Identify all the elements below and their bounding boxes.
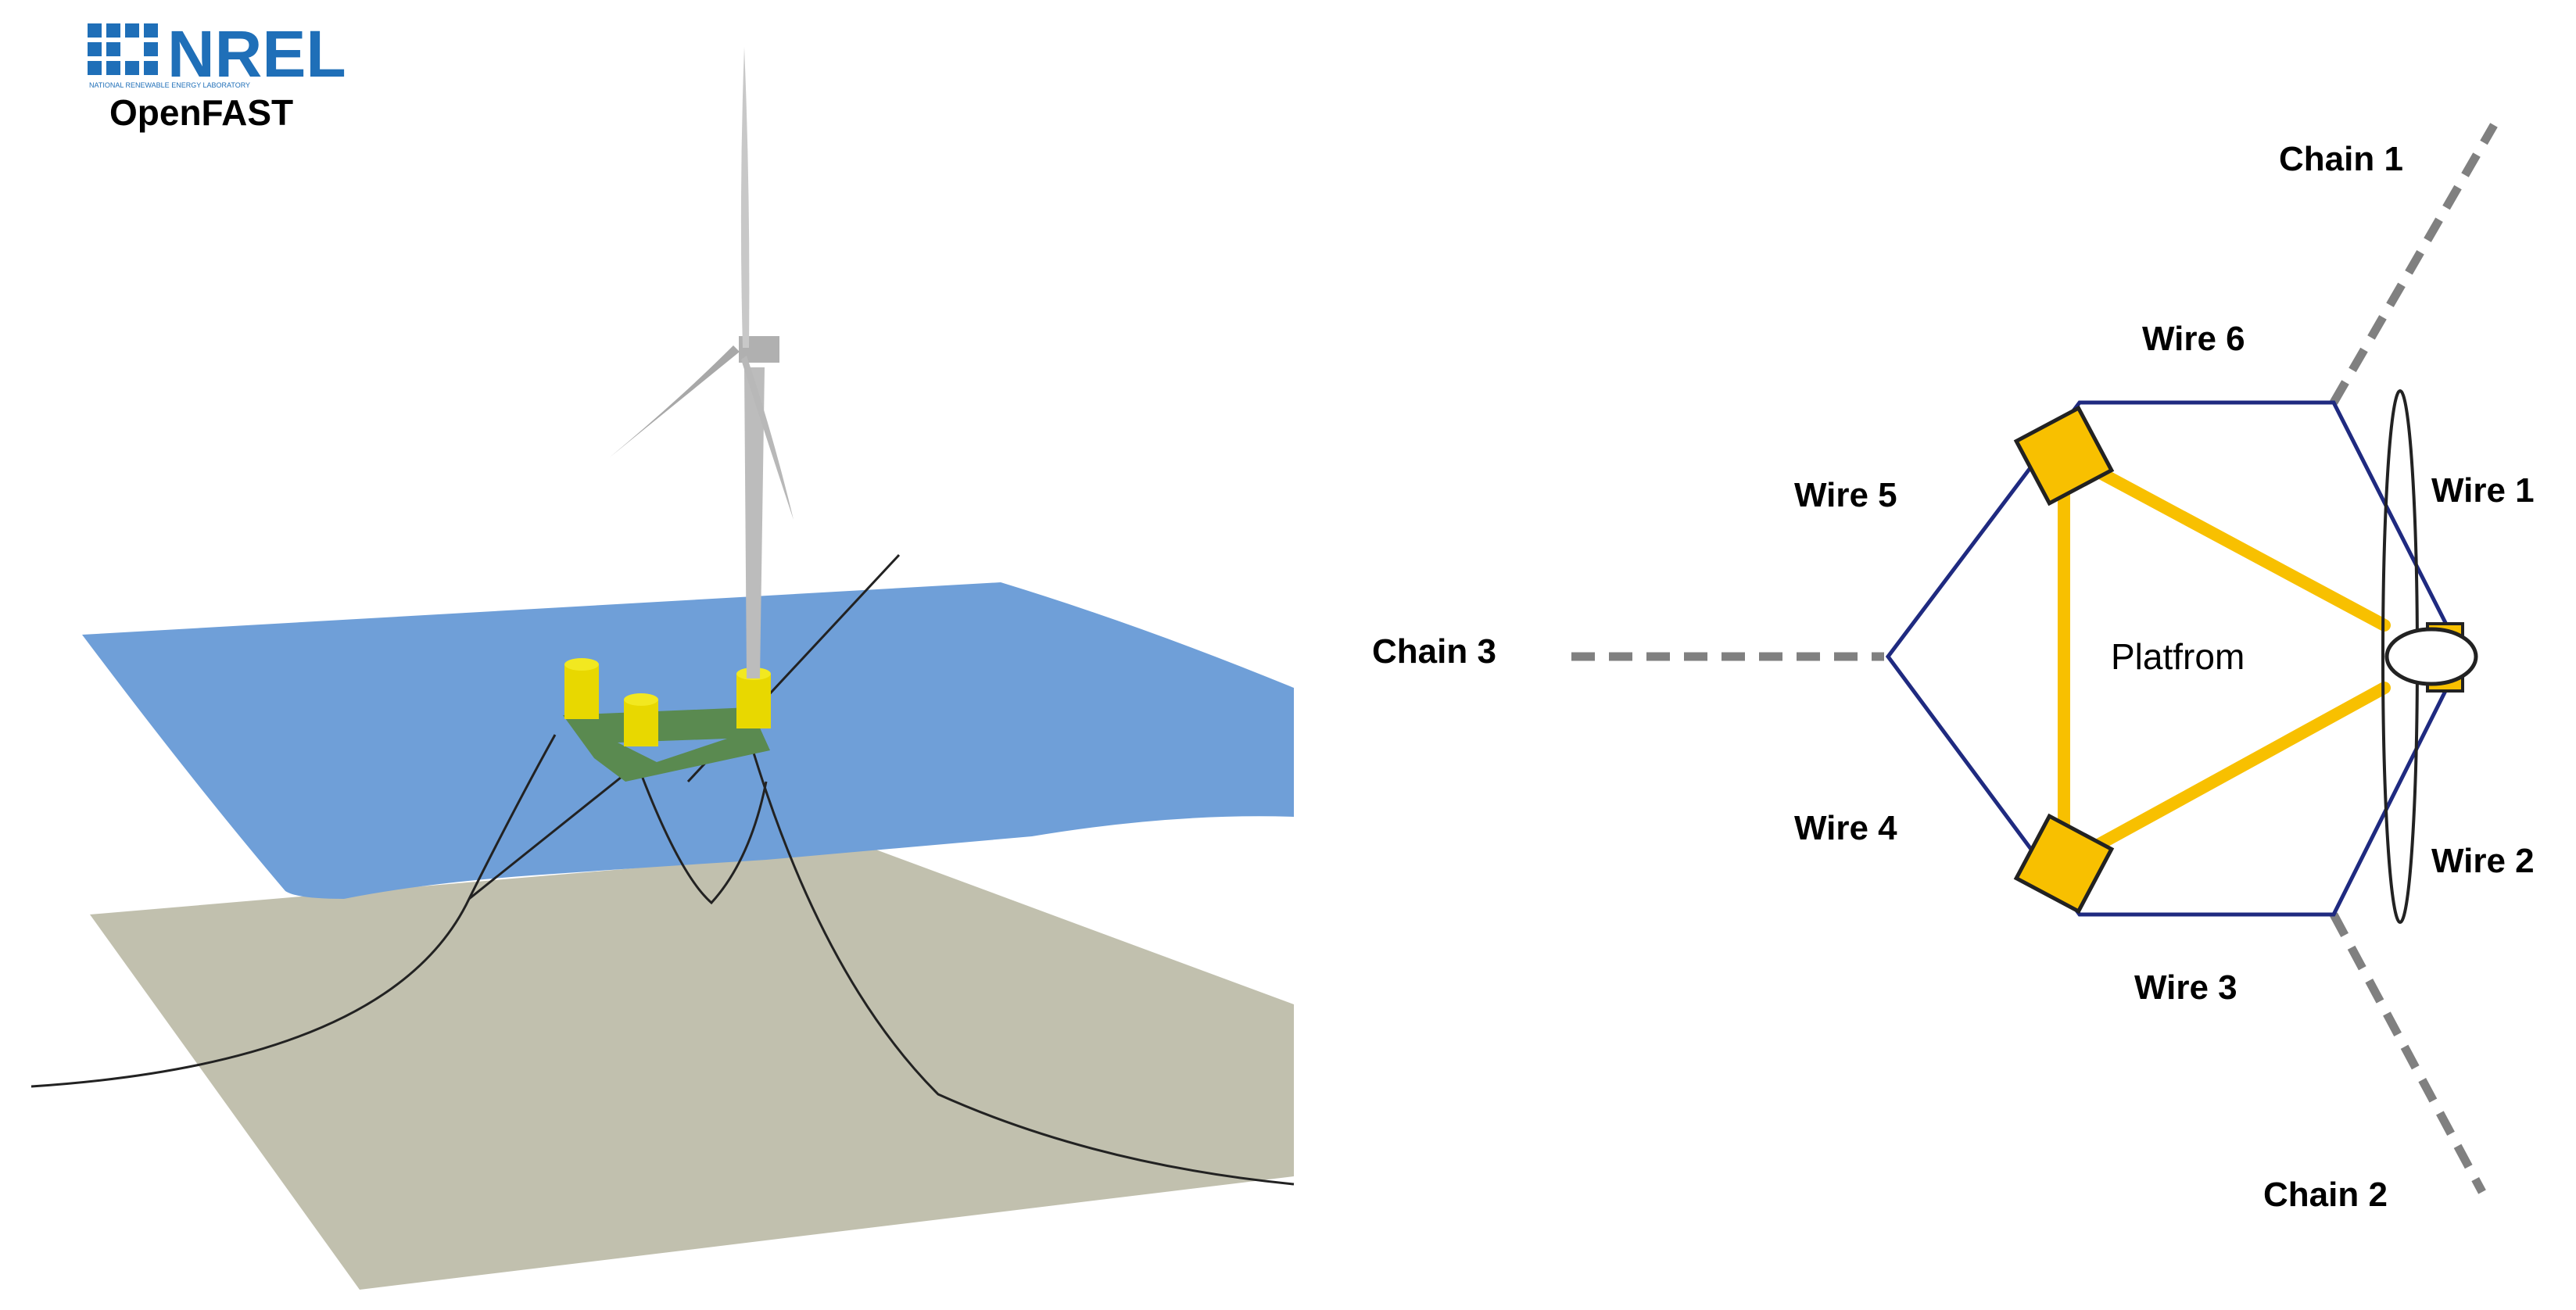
openfast-render: NREL NATIONAL RENEWABLE ENERGY LABORATOR… bbox=[30, 17, 1295, 1290]
chain-1-line bbox=[2330, 123, 2498, 405]
wire-4-label: Wire 4 bbox=[1794, 809, 1897, 847]
wire-hexagon bbox=[1885, 400, 2465, 917]
wire-1-label: Wire 1 bbox=[2431, 471, 2535, 510]
tower bbox=[744, 367, 765, 678]
mooring-lines bbox=[30, 553, 1295, 1186]
column-right-icon bbox=[736, 674, 771, 728]
wire-3-label: Wire 3 bbox=[2134, 968, 2237, 1007]
seabed-plane bbox=[90, 848, 1294, 1290]
mooring-line-front bbox=[640, 773, 768, 905]
chain-lines bbox=[1571, 123, 2498, 1194]
nrel-wordmark: NREL bbox=[167, 17, 346, 91]
openfast-label: OpenFAST bbox=[109, 92, 293, 133]
column-front-top bbox=[624, 693, 658, 706]
column-left-top bbox=[564, 658, 599, 671]
chain-2-line bbox=[2330, 912, 2486, 1194]
hub-icon bbox=[2384, 627, 2478, 686]
column-front-icon bbox=[624, 700, 658, 746]
brace-bottom bbox=[2058, 682, 2391, 870]
blade-left bbox=[610, 345, 740, 457]
brace-top bbox=[2058, 447, 2391, 632]
wire-5-label: Wire 5 bbox=[1794, 476, 1897, 514]
nrel-tagline: NATIONAL RENEWABLE ENERGY LABORATORY bbox=[89, 81, 250, 89]
column-left-icon bbox=[564, 664, 599, 719]
platform-label: Platfrom bbox=[2111, 636, 2245, 677]
blade-up bbox=[740, 47, 750, 348]
nrel-logo: NREL NATIONAL RENEWABLE ENERGY LABORATOR… bbox=[88, 17, 346, 133]
chain-1-label: Chain 1 bbox=[2279, 140, 2403, 178]
nrel-mark-icon bbox=[88, 23, 158, 75]
mooring-line-left bbox=[30, 734, 557, 1088]
platform-triangle bbox=[2058, 447, 2391, 870]
blade-right bbox=[741, 356, 794, 520]
chain-2-label: Chain 2 bbox=[2263, 1176, 2388, 1214]
wind-turbine bbox=[610, 47, 794, 678]
semisub-platform bbox=[563, 658, 771, 782]
wire-6-label: Wire 6 bbox=[2142, 320, 2245, 358]
platform-pad-top bbox=[2013, 405, 2115, 506]
mooring-schematic: Platfrom Chain 1 Chain 2 Chain 3 Wire 1 … bbox=[1372, 123, 2535, 1214]
platform-pad-bottom bbox=[2013, 813, 2115, 914]
chain-3-label: Chain 3 bbox=[1372, 632, 1496, 671]
mooring-line-right bbox=[749, 742, 1295, 1186]
wire-2-label: Wire 2 bbox=[2431, 842, 2535, 880]
